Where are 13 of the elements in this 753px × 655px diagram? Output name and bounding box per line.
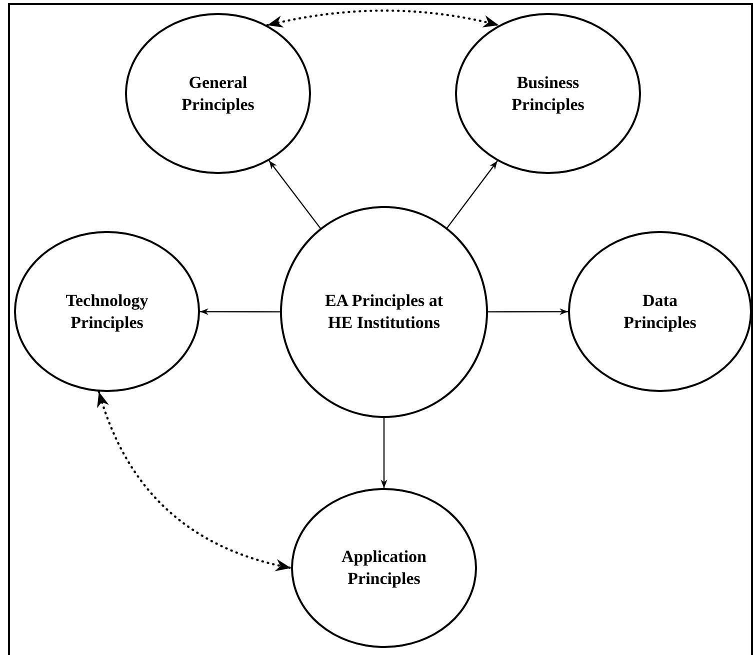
- arrow: [487, 308, 569, 316]
- arrow: [268, 160, 321, 229]
- dotted-arrow: [266, 10, 500, 28]
- node-label: EA Principles at HE Institutions: [324, 290, 444, 334]
- dotted-arrow: [98, 390, 292, 571]
- node-label: Application Principles: [340, 546, 428, 590]
- node-label: Technology Principles: [64, 290, 150, 334]
- arrow: [199, 308, 281, 316]
- node-label: Data Principles: [622, 290, 698, 334]
- arrow: [380, 417, 388, 489]
- arrow: [446, 160, 498, 228]
- node-label: General Principles: [180, 72, 256, 116]
- node-label: Business Principles: [510, 72, 586, 116]
